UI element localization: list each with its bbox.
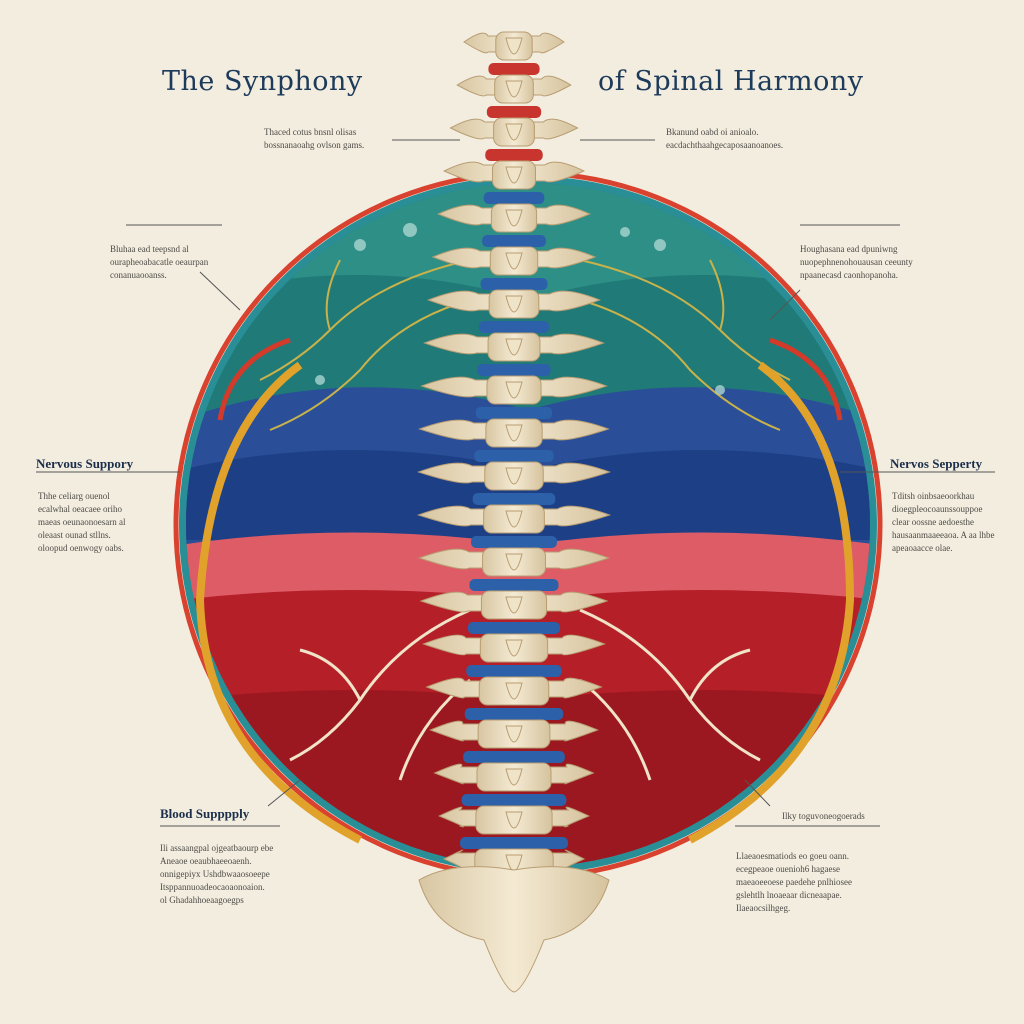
spinous-process	[505, 166, 523, 184]
intervertebral-disc	[486, 106, 542, 118]
intervertebral-disc	[472, 493, 556, 505]
spinous-process	[505, 467, 523, 485]
spinous-process	[505, 123, 523, 141]
intervertebral-disc	[482, 235, 546, 247]
intervertebral-disc	[466, 665, 562, 677]
caption-top-right: Bkanund oabd oi anioalo.eacdachthaahgeca…	[666, 127, 784, 150]
spinous-process	[505, 424, 523, 442]
intervertebral-disc	[475, 407, 553, 419]
label-blood-supply: Blood Supppply	[160, 806, 250, 821]
intervertebral-disc	[480, 278, 548, 290]
spine-column	[416, 31, 612, 993]
spinous-process	[505, 37, 523, 55]
spinous-process	[505, 209, 523, 227]
title-left: The Synphony	[162, 66, 363, 97]
spinous-process	[505, 811, 523, 829]
leader-lines	[36, 139, 995, 827]
spinous-process	[505, 639, 523, 657]
spinous-process	[505, 381, 523, 399]
spinous-process	[505, 252, 523, 270]
intervertebral-disc	[483, 192, 545, 204]
intervertebral-disc	[469, 579, 559, 591]
intervertebral-disc	[478, 321, 550, 333]
spinous-process	[505, 725, 523, 743]
intervertebral-disc	[485, 149, 543, 161]
intervertebral-disc	[461, 794, 567, 806]
spinous-process	[505, 80, 523, 98]
spinous-process	[505, 510, 523, 528]
spinous-process	[505, 682, 523, 700]
spinous-process	[505, 596, 523, 614]
intervertebral-disc	[464, 708, 564, 720]
intervertebral-disc	[463, 751, 565, 763]
intervertebral-disc	[477, 364, 551, 376]
side-vessels	[195, 337, 855, 844]
intervertebral-disc	[467, 622, 561, 634]
intervertebral-disc	[474, 450, 554, 462]
spinous-process	[505, 338, 523, 356]
intervertebral-disc	[488, 63, 540, 75]
label-nervous-right: Nervos Sepperty	[890, 456, 983, 471]
intervertebral-disc	[471, 536, 557, 548]
label-nervous-left: Nervous Suppory	[36, 456, 134, 471]
spinous-process	[505, 768, 523, 786]
intervertebral-disc	[460, 837, 568, 849]
sacrum	[418, 866, 610, 993]
spinous-process	[505, 295, 523, 313]
spinous-process	[505, 553, 523, 571]
caption-blood-right-label: Ilky toguvoneogoerads	[782, 811, 865, 821]
caption-blood-right: Llaeaoesmatiods eo goeu oann.ecegpeaoe o…	[736, 851, 852, 913]
title-right: of Spinal Harmony	[598, 66, 864, 97]
